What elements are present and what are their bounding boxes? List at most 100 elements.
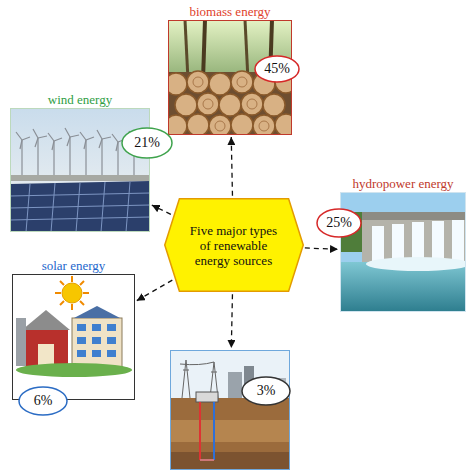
geothermal-picture-part (199, 402, 201, 460)
wind-picture-part (10, 182, 150, 232)
biomass-picture-part (231, 114, 253, 135)
dashed-arrow (137, 280, 173, 300)
hexagon-shape (164, 199, 303, 292)
biomass-picture-part (263, 94, 285, 116)
ellipse-shape (255, 56, 299, 82)
biomass-picture-part (215, 121, 225, 131)
wind-picture-part (117, 142, 118, 175)
wind-picture (10, 108, 150, 232)
hydropower-picture-part (340, 192, 466, 312)
solar-picture-part (77, 337, 86, 344)
wind-picture-part (101, 139, 102, 175)
percentage-ellipse: 45% (254, 55, 300, 83)
wind-picture-part (37, 138, 38, 175)
image-panel: 3% (170, 350, 290, 470)
ellipse-shape (122, 128, 172, 158)
image-panel: hydropower energy25% (340, 192, 466, 312)
wind-picture-part (51, 183, 55, 232)
biomass-picture-part (275, 114, 292, 135)
wind-picture-part (10, 175, 150, 181)
dashed-arrow (305, 248, 338, 249)
solar-picture-part (74, 306, 120, 318)
solar-picture-part (107, 324, 116, 331)
wind-picture-part (53, 141, 54, 175)
biomass-picture-part (185, 20, 188, 80)
wind-picture-part (33, 129, 47, 147)
biomass-picture-part (209, 115, 231, 135)
hydropower-picture-part (362, 212, 466, 220)
biomass-picture-part (168, 115, 187, 135)
geothermal-picture-part (170, 398, 290, 470)
solar-picture-part (22, 310, 70, 330)
hydropower-picture-part (362, 212, 466, 262)
solar-picture-part (107, 350, 116, 357)
biomass-picture-part (197, 93, 219, 115)
ellipse-shape (242, 377, 290, 405)
wind-picture-part (10, 181, 150, 232)
energy-heading-row: solar energy (0, 258, 154, 273)
solar-picture (12, 274, 135, 400)
hydropower-picture-part (392, 224, 404, 262)
wind-picture-part (26, 184, 30, 232)
solar-picture-part (80, 301, 84, 305)
solar-picture-part (24, 330, 68, 366)
wind-picture-part (126, 182, 130, 232)
solar-picture-part (92, 350, 101, 357)
wind-picture-part (69, 137, 70, 175)
solar-picture-part (71, 276, 73, 282)
hub-hexagon: Five major types of renewable energy sou… (164, 198, 304, 292)
biomass-picture-part (253, 115, 275, 135)
hydropower-picture-part (452, 220, 464, 262)
biomass-picture-part (168, 73, 187, 95)
solar-picture-part (62, 283, 82, 303)
geothermal-picture-part (196, 392, 218, 402)
solar-picture-part (92, 337, 101, 344)
energy-heading: biomass energy (188, 4, 273, 19)
percentage-value: 3% (257, 383, 276, 399)
biomass-picture-part (209, 73, 231, 95)
solar-picture-part (16, 318, 26, 366)
biomass-picture-part (193, 77, 269, 131)
geothermal-picture-part (170, 452, 290, 470)
image-panel: biomass energy45% (168, 20, 292, 135)
energy-heading: wind energy (46, 92, 114, 107)
biomass-picture-part (259, 121, 269, 131)
solar-picture-part (60, 281, 64, 285)
image-panel: solar energy6% (12, 274, 135, 400)
wind-picture-part (101, 182, 105, 232)
percentage-ellipse: 25% (316, 208, 362, 238)
biomass-picture-part (193, 77, 203, 87)
biomass-picture-part (247, 99, 257, 109)
geothermal-picture-part (182, 360, 190, 398)
wind-picture-part (65, 128, 79, 146)
solar-picture-part (77, 324, 86, 331)
wind-picture-part (10, 205, 150, 208)
biomass-picture-part (203, 20, 205, 80)
dashed-arrow (231, 137, 232, 196)
wind-picture-part (85, 140, 86, 175)
geothermal-picture-part (170, 420, 290, 442)
solar-picture-part (38, 344, 54, 366)
percentage-value: 21% (134, 135, 160, 151)
solar-picture-part (83, 292, 89, 294)
hub-title: Five major types of renewable energy sou… (184, 223, 284, 268)
wind-picture-part (21, 140, 22, 175)
ellipse-shape (19, 387, 67, 415)
wind-picture-part (10, 108, 150, 232)
biomass-picture-part (175, 94, 197, 116)
wind-picture-part (16, 128, 143, 175)
solar-picture-part (55, 276, 89, 310)
geothermal-picture-part (200, 459, 214, 461)
solar-picture-part (71, 304, 73, 310)
hydropower-picture-part (412, 222, 424, 262)
solar-picture-part (55, 292, 61, 294)
solar-picture-part (72, 318, 122, 368)
percentage-value: 25% (326, 215, 352, 231)
percentage-value: 45% (264, 61, 290, 77)
biomass-picture-part (203, 99, 213, 109)
hydropower-picture-part (372, 220, 464, 262)
percentage-ellipse: 3% (241, 376, 291, 406)
biomass-picture-part (219, 94, 241, 116)
energy-heading: hydropower energy (350, 176, 455, 191)
